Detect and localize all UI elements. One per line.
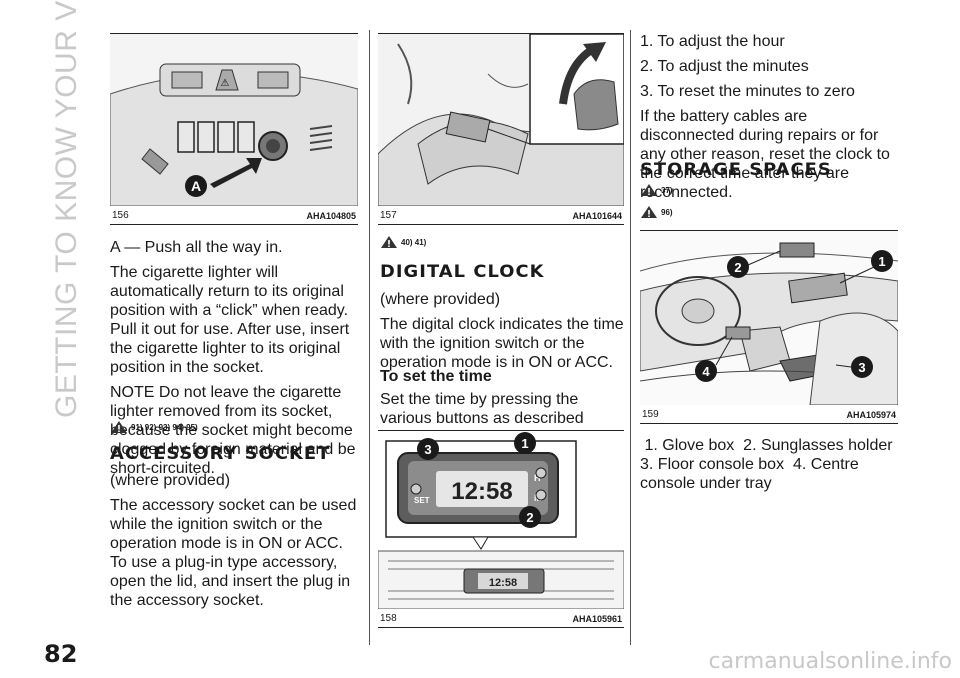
figure-code: AHA104805 bbox=[306, 211, 356, 221]
clock-steps: 1. To adjust the hour 2. To adjust the m… bbox=[640, 32, 895, 208]
section-title: GETTING TO KNOW YOUR VEHICLE bbox=[50, 0, 83, 418]
paragraph: (where provided) bbox=[110, 472, 231, 489]
figure-number: 158 bbox=[380, 613, 397, 624]
accessory-text: (where provided) The accessory socket ca… bbox=[110, 471, 360, 616]
heading-storage-spaces: STORAGE SPACES bbox=[640, 160, 832, 180]
callout-1: 1 bbox=[878, 254, 885, 269]
clock-time: 12:58 bbox=[451, 478, 512, 505]
svg-text:⚠: ⚠ bbox=[221, 78, 230, 89]
column-divider bbox=[369, 30, 370, 645]
clock-time-small: 12:58 bbox=[489, 577, 517, 589]
figure-159: 1 2 4 3 159 AHA105974 bbox=[640, 230, 898, 424]
warning-reference: 91) 92) 93) 94) 95) bbox=[110, 420, 198, 434]
watermark: carmanualsonline.info bbox=[708, 649, 952, 674]
figure-number: 159 bbox=[642, 409, 659, 420]
clock-text: (where provided) The digital clock indic… bbox=[380, 290, 625, 378]
paragraph: A — Push all the way in. bbox=[110, 239, 283, 256]
warning-refs: 40) 41) bbox=[401, 237, 427, 247]
figure-156: ⚠ A 156 AHA104805 bbox=[110, 33, 358, 225]
heading-accessory-socket: ACCESSORY SOCKET bbox=[110, 444, 331, 464]
figure-code: AHA105961 bbox=[572, 614, 622, 624]
figure-code: AHA105974 bbox=[846, 410, 896, 420]
callout-3: 3 bbox=[424, 442, 431, 457]
subheading-set-time: To set the time bbox=[380, 368, 492, 385]
set-label: SET bbox=[414, 496, 430, 505]
warning-refs: 96) bbox=[661, 207, 673, 217]
callout-2: 2 bbox=[526, 510, 533, 525]
list-item: 2. To adjust the minutes bbox=[640, 58, 809, 75]
warning-triangle-icon bbox=[111, 421, 127, 433]
storage-legend: 1. Glove box 2. Sunglasses holder 3. Flo… bbox=[640, 437, 902, 492]
paragraph: If the battery cables are disconnected d… bbox=[640, 108, 890, 201]
paragraph: The digital clock indicates the time wit… bbox=[380, 316, 624, 371]
warning-reference: 40) 41) bbox=[380, 235, 426, 249]
heading-digital-clock: DIGITAL CLOCK bbox=[380, 262, 545, 282]
warning-reference: 96) bbox=[640, 205, 673, 219]
figure-code: AHA101644 bbox=[572, 211, 622, 221]
warning-refs: 91) 92) 93) 94) 95) bbox=[131, 422, 198, 432]
lighter-text: A — Push all the way in. The cigarette l… bbox=[110, 238, 360, 484]
list-item: 3. To reset the minutes to zero bbox=[640, 83, 855, 100]
column-divider bbox=[630, 30, 631, 645]
warning-reference: 37) bbox=[640, 183, 673, 197]
callout-a: A bbox=[191, 178, 201, 194]
figure-number: 156 bbox=[112, 210, 129, 221]
callout-4: 4 bbox=[702, 364, 710, 379]
warning-refs: 37) bbox=[661, 185, 673, 195]
callout-2: 2 bbox=[734, 260, 741, 275]
callout-1: 1 bbox=[521, 436, 528, 451]
digital-clock-illustration: SET 12:58 H M 3 1 2 12:58 bbox=[378, 431, 624, 609]
console-illustration bbox=[378, 34, 624, 206]
warning-triangle-icon bbox=[641, 206, 657, 218]
list-item: 1. To adjust the hour bbox=[640, 33, 785, 50]
figure-157: 157 AHA101644 bbox=[378, 33, 624, 225]
paragraph: The cigarette lighter will automatically… bbox=[110, 264, 350, 376]
page-number: 82 bbox=[44, 640, 78, 668]
warning-triangle-icon bbox=[381, 236, 397, 248]
paragraph: (where provided) bbox=[380, 291, 501, 308]
warning-triangle-icon bbox=[641, 184, 657, 196]
storage-spaces-illustration: 1 2 4 3 bbox=[640, 231, 898, 405]
h-label: H bbox=[534, 473, 541, 483]
paragraph: The accessory socket can be used while t… bbox=[110, 497, 357, 609]
callout-3: 3 bbox=[858, 360, 865, 375]
cigarette-lighter-illustration: ⚠ A bbox=[110, 34, 358, 206]
paragraph: NOTE Do not leave the cigarette lighter … bbox=[110, 384, 356, 477]
figure-number: 157 bbox=[380, 210, 397, 221]
